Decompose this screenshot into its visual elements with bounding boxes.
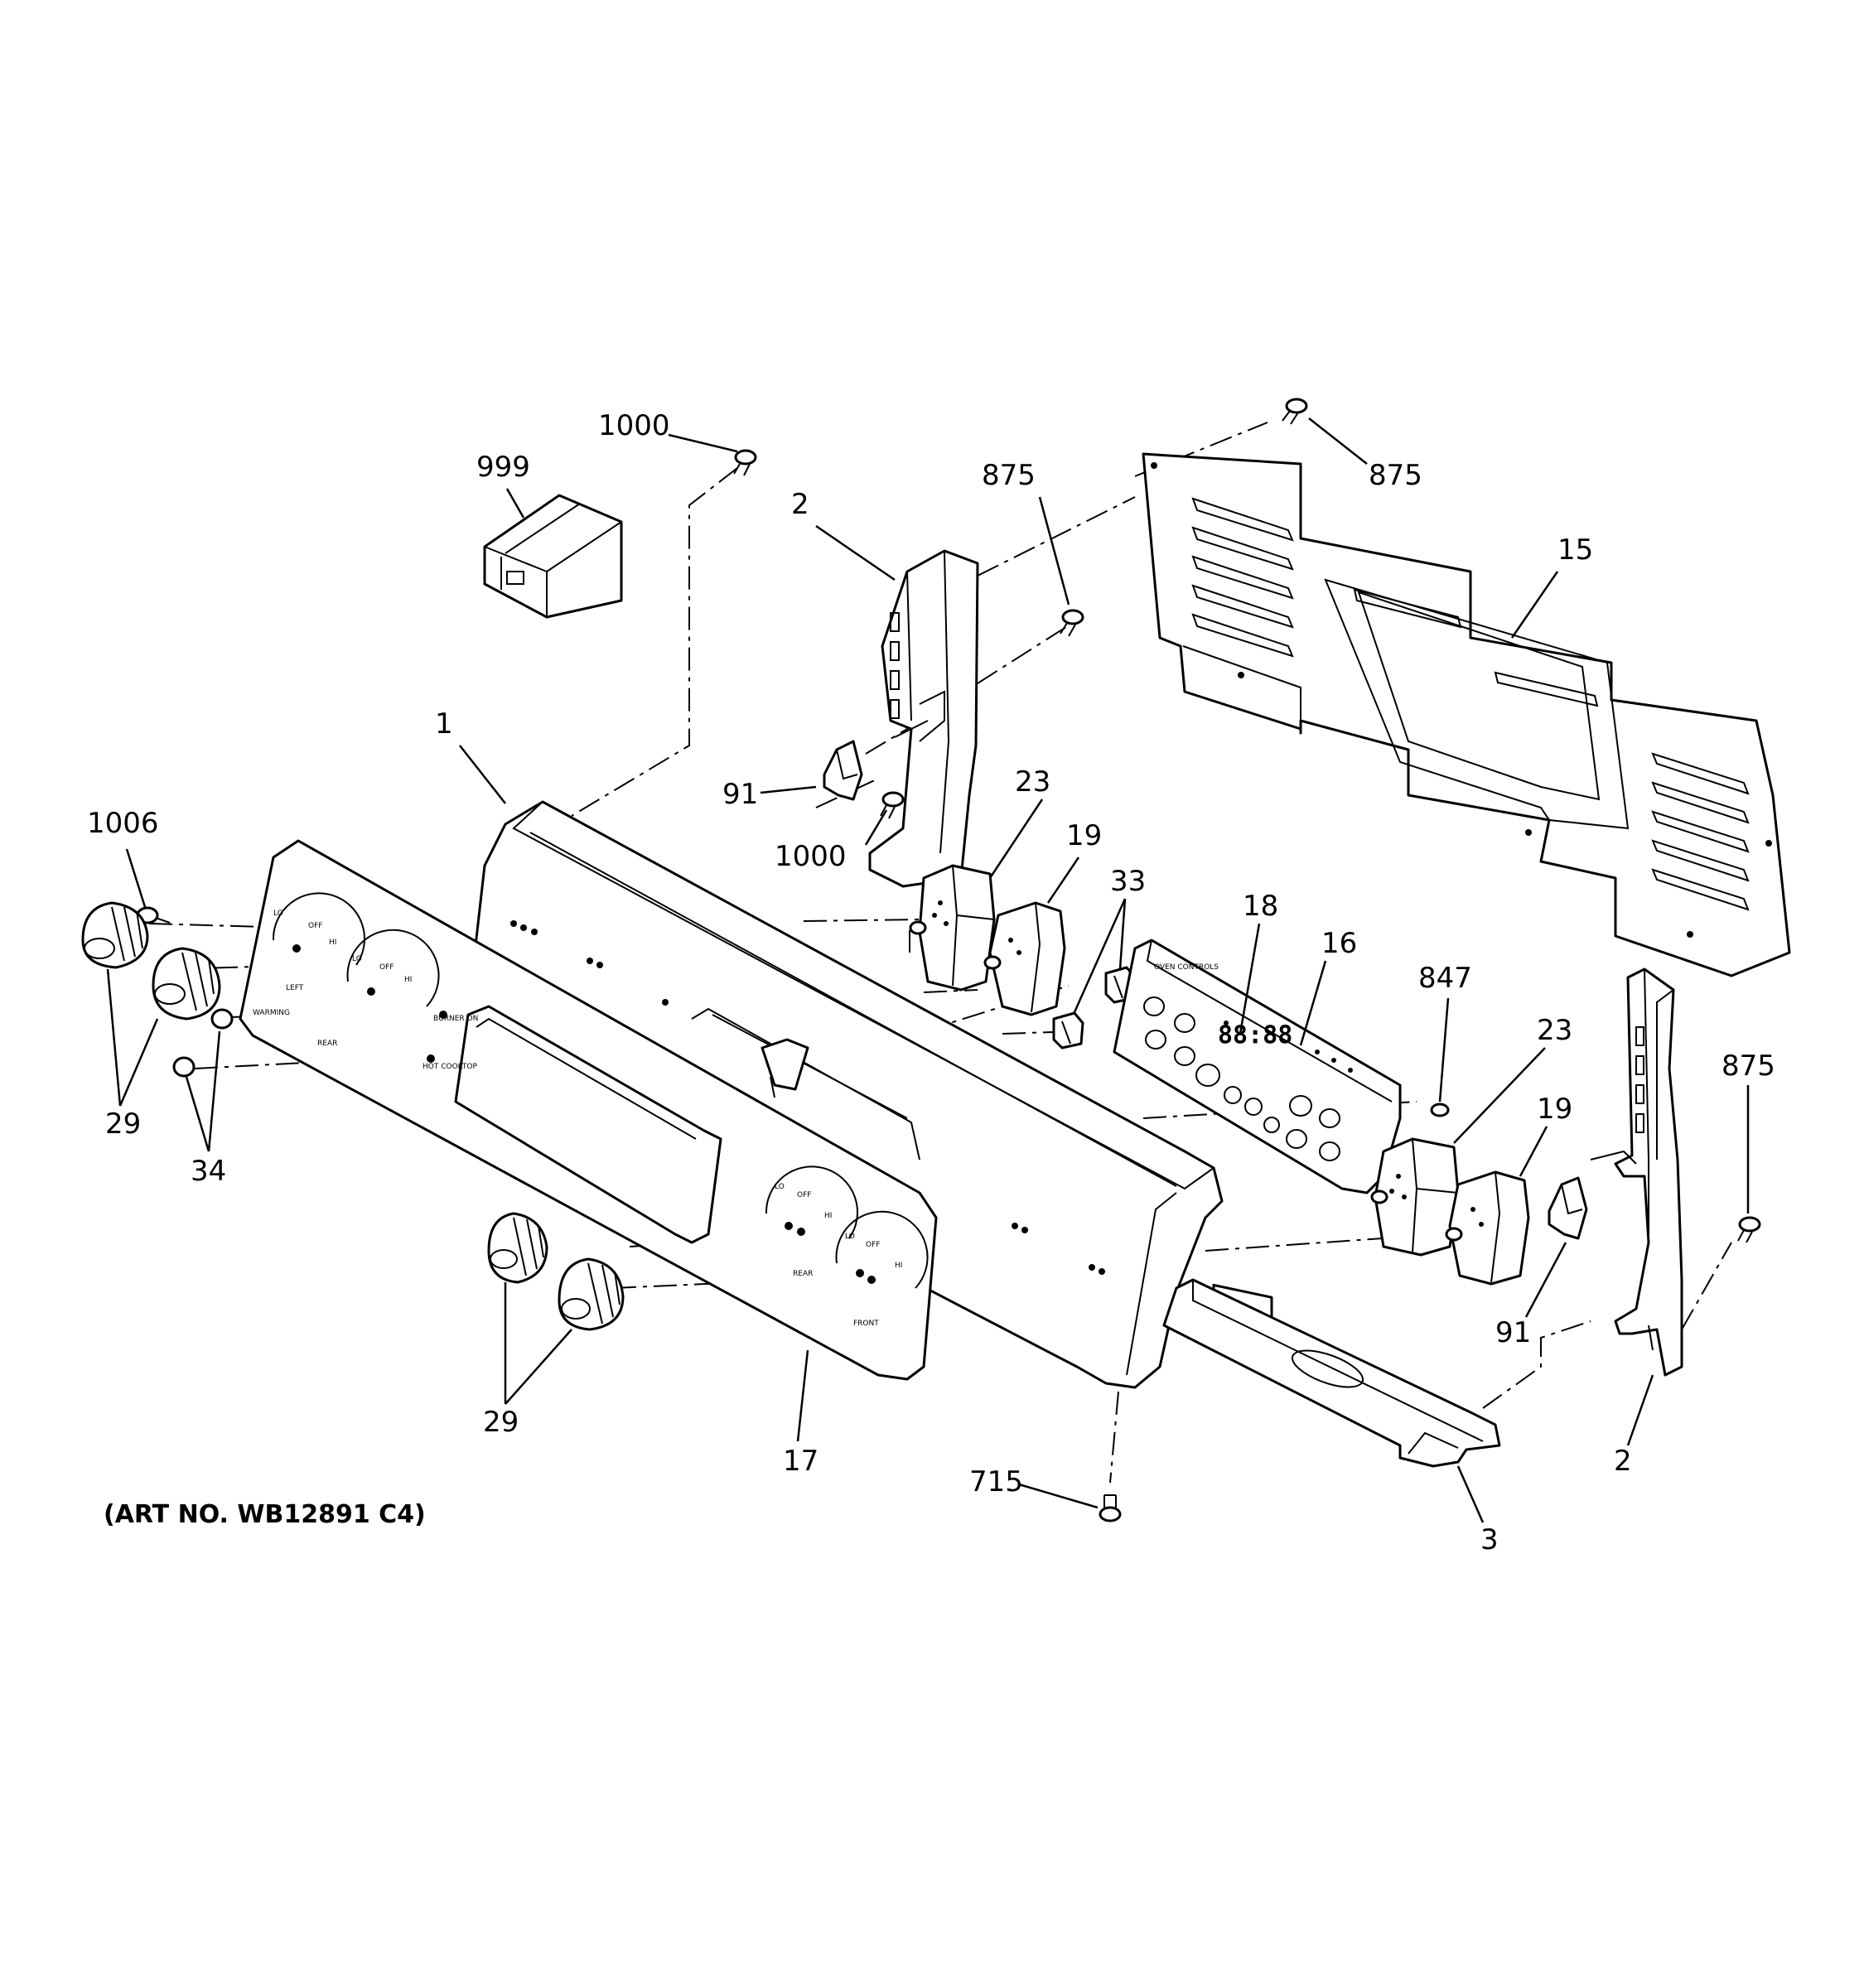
- svg-text:HI: HI: [824, 1212, 832, 1220]
- screw-875-center: [1060, 609, 1084, 637]
- callout-1000-top: 1000: [598, 409, 670, 442]
- svg-text:LO: LO: [775, 1183, 785, 1191]
- svg-text:HOT COOKTOP: HOT COOKTOP: [423, 1063, 477, 1071]
- clip-91-right: [1548, 1176, 1588, 1240]
- svg-text:REAR: REAR: [793, 1270, 813, 1278]
- vent-slots-right: [1651, 752, 1750, 911]
- callout-16: 16: [1321, 927, 1357, 960]
- art-number: (ART NO. WB12891 C4): [104, 1500, 426, 1529]
- callout-15: 15: [1557, 533, 1593, 567]
- callout-1006: 1006: [87, 807, 159, 840]
- screw-715: [1099, 1494, 1122, 1522]
- callout-91-left: 91: [722, 778, 758, 811]
- svg-text:HI: HI: [404, 976, 412, 984]
- lower-trim-3: [1162, 1278, 1501, 1468]
- callout-847: 847: [1418, 962, 1472, 995]
- rear-panel-15: [1142, 452, 1791, 977]
- svg-text:LO: LO: [273, 910, 283, 918]
- knob-29-bottom-lower: [558, 1257, 625, 1331]
- svg-text:LO: LO: [352, 955, 362, 963]
- callout-2-left: 2: [791, 488, 809, 521]
- svg-text:OFF: OFF: [797, 1191, 811, 1199]
- screw-1000-top: [733, 449, 757, 476]
- callout-3: 3: [1480, 1523, 1499, 1556]
- leader-lines: [106, 417, 1750, 1523]
- svg-text:BURNER ON: BURNER ON: [433, 1015, 478, 1023]
- callout-999: 999: [476, 451, 530, 484]
- callout-19-right: 19: [1537, 1093, 1572, 1126]
- screw-875-right: [1737, 1216, 1761, 1243]
- svg-text:LO: LO: [845, 1233, 855, 1241]
- svg-text:REAR: REAR: [317, 1040, 337, 1048]
- knob-29-bottom-upper: [487, 1212, 548, 1284]
- switch-19-left: [983, 901, 1066, 1016]
- faceplate-dial-left-1: OFF LO HI: [272, 892, 365, 966]
- svg-text:HI: HI: [329, 939, 336, 947]
- svg-text:WARMING: WARMING: [253, 1009, 290, 1017]
- callout-34: 34: [191, 1155, 226, 1188]
- console-1: [462, 800, 1224, 1389]
- faceplate-17: OFF LO HI OFF LO HI WARMING LEFT REAR BU…: [239, 839, 938, 1381]
- faceplate-dial-right-1: OFF LO HI: [765, 1165, 858, 1239]
- switch-19-right: [1445, 1170, 1530, 1286]
- callout-29-bottom: 29: [483, 1406, 519, 1439]
- callout-23-right: 23: [1537, 1014, 1572, 1047]
- callout-875-center: 875: [982, 459, 1036, 492]
- screw-875-top-right: [1282, 398, 1308, 425]
- faceplate-dial-right-2: OFF LO HI: [835, 1210, 929, 1289]
- vent-slots-middle: [1353, 588, 1599, 707]
- callout-17: 17: [783, 1445, 819, 1478]
- callout-1: 1: [435, 707, 453, 741]
- callout-29-left: 29: [105, 1107, 141, 1141]
- svg-text:FRONT: FRONT: [853, 1320, 879, 1328]
- callout-1000-mid: 1000: [775, 840, 847, 873]
- box-999: [483, 494, 623, 619]
- screw-847: [1430, 1103, 1450, 1117]
- switch-23-right: [1370, 1137, 1460, 1257]
- callout-33: 33: [1110, 865, 1146, 898]
- knob-29-left-lower: [152, 947, 221, 1021]
- faceplate-dial-left-2: OFF LO HI: [346, 929, 440, 1007]
- svg-text:OFF: OFF: [379, 963, 394, 972]
- callout-91-right: 91: [1495, 1316, 1531, 1349]
- callout-2-right: 2: [1614, 1445, 1632, 1478]
- clip-91-left: [823, 740, 863, 801]
- callout-labels: 1000 999 2 875 875 15 1 91 1000 1006 23 …: [87, 409, 1775, 1556]
- vent-slots-left: [1191, 497, 1294, 658]
- svg-text:OFF: OFF: [866, 1241, 880, 1249]
- knob-29-left-upper: [81, 901, 149, 969]
- end-bracket-2-left: [868, 549, 979, 888]
- lens-34: [172, 1008, 234, 1078]
- svg-text:OVEN CONTROLS: OVEN CONTROLS: [1154, 963, 1219, 972]
- display-digits: 88:88: [1218, 1021, 1292, 1049]
- screw-1000-mid: [880, 791, 905, 819]
- callout-23-left: 23: [1015, 765, 1050, 799]
- switch-23-left: [909, 864, 996, 992]
- callout-18: 18: [1243, 890, 1278, 923]
- svg-text:OFF: OFF: [308, 922, 322, 930]
- end-bracket-2-right: [1590, 967, 1683, 1377]
- callout-875-right-top: 875: [1369, 459, 1422, 492]
- callout-19-left: 19: [1066, 819, 1102, 852]
- callout-875-right: 875: [1722, 1049, 1775, 1083]
- svg-text:LEFT: LEFT: [286, 984, 304, 992]
- svg-text:HI: HI: [895, 1262, 902, 1270]
- callout-715: 715: [969, 1465, 1023, 1498]
